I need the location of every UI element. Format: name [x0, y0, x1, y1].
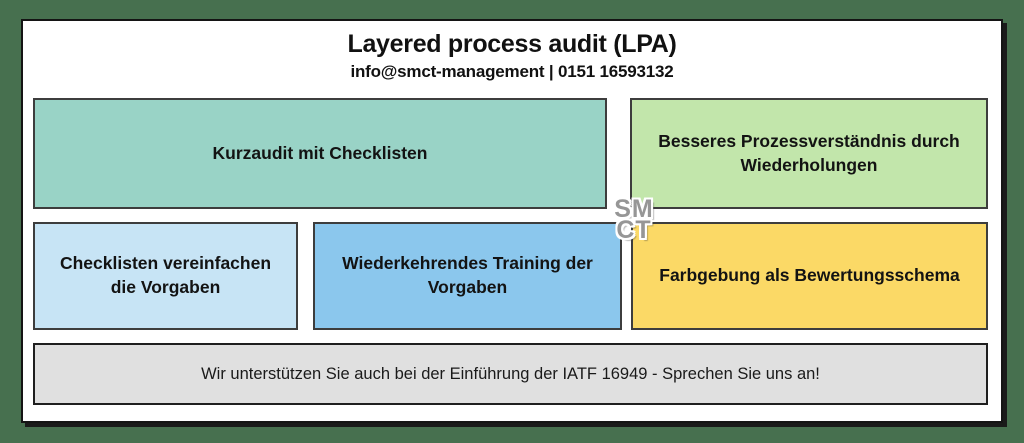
benefit-box-checklisten: Checklisten vereinfachen die Vorgaben [33, 222, 298, 330]
benefit-box-checklisten-label: Checklisten vereinfachen die Vorgaben [59, 253, 272, 297]
benefit-box-kurzaudit-label: Kurzaudit mit Checklisten [212, 142, 428, 163]
benefit-box-prozessverstaendnis: Besseres Prozessverständnis durch Wieder… [630, 98, 988, 209]
footer-banner: Wir unterstützen Sie auch bei der Einfüh… [33, 343, 988, 405]
benefit-box-training: Wiederkehrendes Training der Vorgaben [313, 222, 622, 330]
benefit-box-farbgebung: Farbgebung als Bewertungsschema [631, 222, 988, 330]
benefit-box-kurzaudit: Kurzaudit mit Checklisten [33, 98, 607, 209]
benefit-box-training-label: Wiederkehrendes Training der Vorgaben [342, 253, 593, 297]
benefit-box-prozessverstaendnis-label: Besseres Prozessverständnis durch Wieder… [658, 130, 960, 175]
page-title: Layered process audit (LPA) [347, 30, 677, 58]
header: Layered process audit (LPA) info@smct-ma… [23, 21, 1001, 82]
footer-banner-text: Wir unterstützen Sie auch bei der Einfüh… [201, 364, 820, 383]
benefit-box-farbgebung-label: Farbgebung als Bewertungsschema [659, 265, 960, 286]
lpa-diagram-panel: Layered process audit (LPA) info@smct-ma… [21, 19, 1003, 423]
contact-subtitle: info@smct-management | 0151 16593132 [350, 62, 674, 81]
